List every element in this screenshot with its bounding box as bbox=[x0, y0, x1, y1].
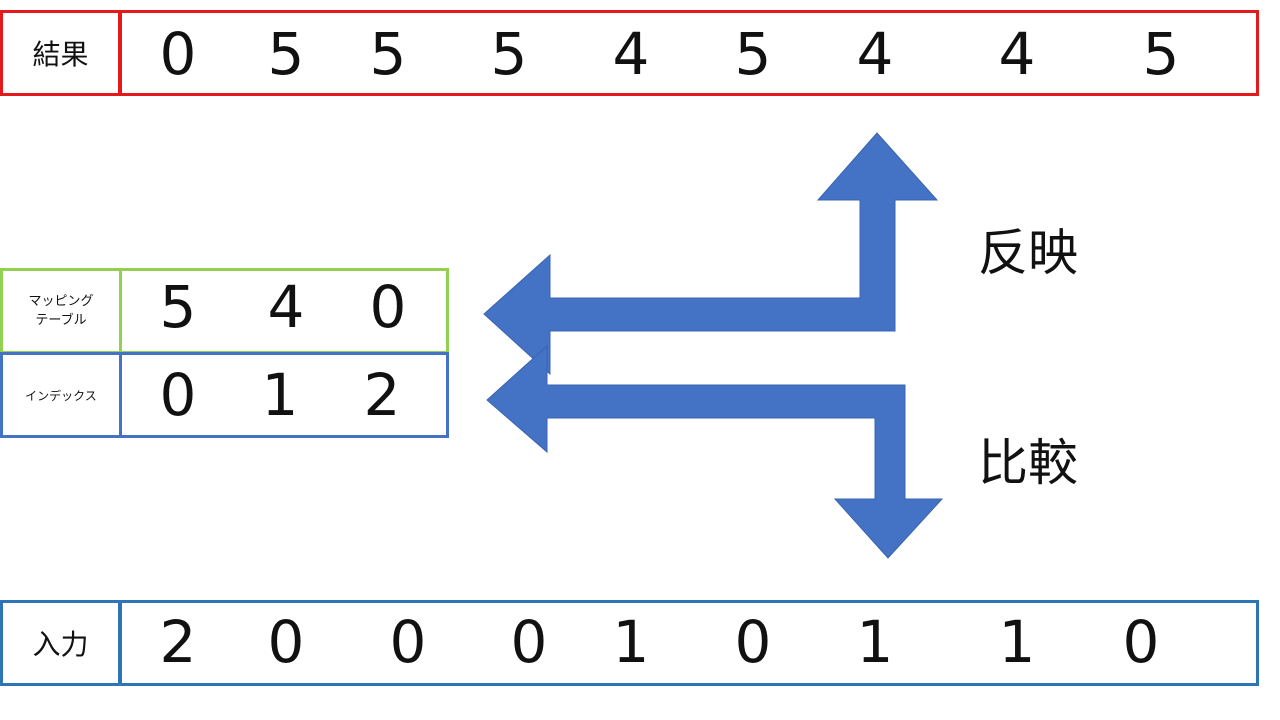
result-cell: 5 bbox=[369, 20, 407, 88]
input-label: 入力 bbox=[32, 628, 89, 661]
mapping-table-cell: 4 bbox=[267, 273, 305, 341]
result-cell: 0 bbox=[159, 20, 197, 88]
reflect-arrow-icon bbox=[483, 132, 939, 376]
mapping-table-cell: 0 bbox=[369, 273, 407, 341]
input-cell: 0 bbox=[267, 608, 305, 676]
index-label: インデックス bbox=[25, 388, 97, 403]
result-values-box bbox=[119, 10, 1259, 96]
mapping-table-label-line1: マッピング bbox=[28, 293, 94, 309]
compare-arrow-icon bbox=[486, 344, 944, 559]
result-label: 結果 bbox=[32, 38, 89, 71]
index-values-box bbox=[119, 352, 449, 438]
input-cell: 0 bbox=[1122, 608, 1160, 676]
mapping-table-cell: 5 bbox=[159, 273, 197, 341]
result-label-box: 結果 bbox=[0, 10, 121, 96]
input-cell: 2 bbox=[159, 608, 197, 676]
index-cell: 0 bbox=[159, 361, 197, 429]
input-values-box bbox=[119, 600, 1259, 686]
input-cell: 1 bbox=[856, 608, 894, 676]
input-cell: 0 bbox=[389, 608, 427, 676]
result-cell: 5 bbox=[1142, 20, 1180, 88]
result-cell: 4 bbox=[998, 20, 1036, 88]
result-cell: 5 bbox=[490, 20, 528, 88]
mapping-table-label-box: マッピング テーブル bbox=[0, 268, 122, 354]
index-cell: 1 bbox=[261, 361, 299, 429]
result-cell: 5 bbox=[734, 20, 772, 88]
mapping-table-label: マッピング テーブル bbox=[28, 292, 93, 331]
input-cell: 1 bbox=[998, 608, 1036, 676]
mapping-table-values-box bbox=[119, 268, 449, 354]
result-cell: 5 bbox=[267, 20, 305, 88]
input-label-box: 入力 bbox=[0, 600, 121, 686]
input-cell: 0 bbox=[510, 608, 548, 676]
index-cell: 2 bbox=[363, 361, 401, 429]
result-cell: 4 bbox=[856, 20, 894, 88]
result-cell: 4 bbox=[612, 20, 650, 88]
compare-label: 比較 bbox=[978, 434, 1078, 492]
input-cell: 0 bbox=[734, 608, 772, 676]
mapping-table-label-line2: テーブル bbox=[35, 313, 87, 328]
input-cell: 1 bbox=[612, 608, 650, 676]
reflect-label: 反映 bbox=[978, 224, 1078, 282]
